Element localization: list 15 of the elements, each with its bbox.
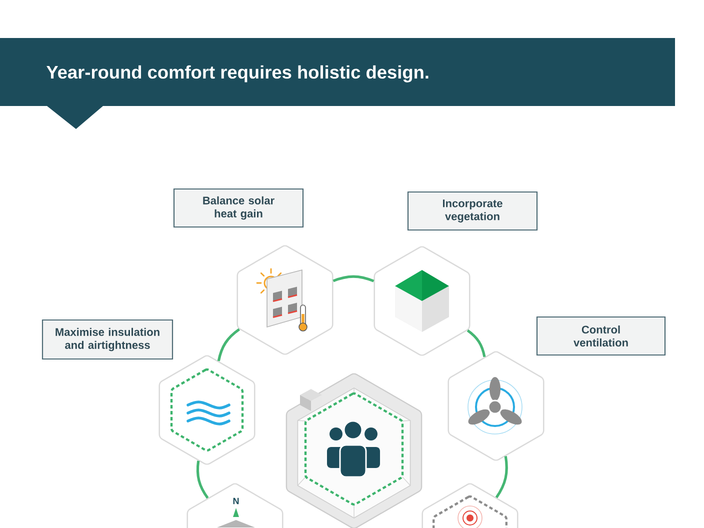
ring-arc — [466, 329, 486, 358]
hexagon-tile — [422, 483, 518, 528]
compass-letter: N — [233, 498, 239, 504]
label-box: Maximise insulation and airtightness — [42, 319, 174, 360]
hexagon-tile — [448, 351, 544, 461]
ring-arc — [495, 456, 508, 498]
ring-arc — [196, 460, 209, 499]
hexagon-tile — [186, 483, 284, 528]
label-box: Control ventilation — [536, 316, 666, 356]
ring-arc — [332, 275, 374, 282]
ring-arc — [217, 328, 240, 362]
hexagon-tile — [158, 355, 256, 465]
label-box: Incorporate vegetation — [407, 191, 538, 231]
label-box: Balance solar heat gain — [173, 188, 304, 228]
title-banner: Year-round comfort requires holistic design. — [0, 38, 675, 129]
